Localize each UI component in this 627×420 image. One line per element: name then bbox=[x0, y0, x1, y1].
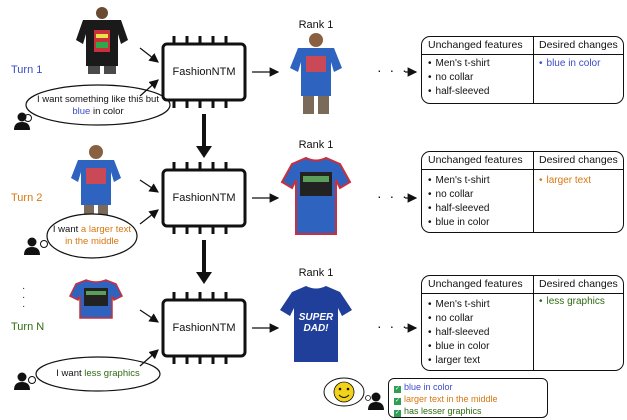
unchanged-item: •no collar bbox=[428, 189, 474, 200]
unchanged-item: •Men's t-shirt bbox=[428, 175, 490, 186]
model-label-turn-n: FashionNTM bbox=[172, 322, 236, 334]
turn-label-n: Turn N bbox=[11, 321, 45, 333]
user-icon-final bbox=[368, 392, 384, 410]
ellipsis-turn-2: · · · bbox=[377, 188, 409, 204]
unchanged-header: Unchanged features bbox=[428, 154, 523, 166]
checklist-item: ✓has lesser graphics bbox=[394, 406, 482, 417]
desired-header: Desired changes bbox=[539, 278, 618, 290]
input-shirt-image-turn-1 bbox=[76, 7, 128, 74]
model-chip-turn-2 bbox=[161, 162, 247, 234]
request-text-turn-n: I want less graphics bbox=[56, 368, 140, 379]
desired-header: Desired changes bbox=[539, 39, 618, 51]
result-shirt-image-turn-2 bbox=[280, 156, 352, 235]
desired-item: •less graphics bbox=[539, 296, 605, 307]
ellipsis-turn-1: · · · bbox=[377, 62, 409, 78]
checklist-item: ✓blue in color bbox=[394, 382, 453, 393]
satisfied-smiley-icon bbox=[323, 377, 371, 407]
unchanged-item: •larger text bbox=[428, 355, 480, 366]
model-label-turn-1: FashionNTM bbox=[172, 66, 236, 78]
checkbox-icon: ✓ bbox=[394, 410, 401, 417]
result-shirt-image-turn-1 bbox=[290, 33, 342, 114]
unchanged-item: •Men's t-shirt bbox=[428, 299, 490, 310]
unchanged-item: •half-sleeved bbox=[428, 203, 490, 214]
model-chip-turn-1 bbox=[161, 36, 247, 108]
unchanged-item: •blue in color bbox=[428, 341, 490, 352]
request-text-turn-2: I want a larger text in the middle bbox=[52, 224, 132, 247]
checklist-item: ✓larger text in the middle bbox=[394, 394, 498, 405]
checkbox-icon: ✓ bbox=[394, 386, 401, 393]
result-shirt-image-turn-n bbox=[280, 286, 352, 362]
speech-cloud-turn-n bbox=[28, 356, 161, 392]
checkbox-icon: ✓ bbox=[394, 398, 401, 405]
rank-label-turn-2: Rank 1 bbox=[298, 139, 334, 151]
ellipsis-turn-n: · · · bbox=[377, 318, 409, 334]
final-shirt-print: SUPER DAD! bbox=[298, 312, 334, 334]
input-shirt-image-turn-2 bbox=[71, 145, 121, 225]
turn-transition-arrows bbox=[196, 114, 212, 284]
desired-item: •larger text bbox=[539, 175, 591, 186]
user-icon-turn-2 bbox=[24, 237, 40, 255]
unchanged-item: •blue in color bbox=[428, 217, 490, 228]
unchanged-item: •half-sleeved bbox=[428, 86, 490, 97]
model-chip-turn-n bbox=[161, 292, 247, 364]
speech-cloud-turn-2 bbox=[40, 213, 138, 259]
unchanged-item: •Men's t-shirt bbox=[428, 58, 490, 69]
unchanged-item: •half-sleeved bbox=[428, 327, 490, 338]
unchanged-header: Unchanged features bbox=[428, 278, 523, 290]
input-arrows bbox=[139, 47, 159, 367]
unchanged-header: Unchanged features bbox=[428, 39, 523, 51]
turn-label-2: Turn 2 bbox=[11, 192, 43, 204]
rank-label-turn-1: Rank 1 bbox=[298, 19, 334, 31]
request-text-turn-1: I want something like this but blue in c… bbox=[37, 94, 159, 117]
model-label-turn-2: FashionNTM bbox=[172, 192, 236, 204]
user-icon-turn-n bbox=[14, 372, 30, 390]
rank-label-turn-n: Rank 1 bbox=[298, 267, 334, 279]
unchanged-item: •no collar bbox=[428, 313, 474, 324]
output-arrows bbox=[252, 67, 418, 333]
feature-table-turn-n: Unchanged features Desired changes •Men'… bbox=[421, 275, 624, 371]
input-shirt-image-turn-n bbox=[68, 279, 124, 319]
desired-header: Desired changes bbox=[539, 154, 618, 166]
vertical-dots: · · · bbox=[22, 283, 26, 312]
feature-table-turn-1: Unchanged features Desired changes •Men'… bbox=[421, 36, 624, 104]
feature-table-turn-2: Unchanged features Desired changes •Men'… bbox=[421, 151, 624, 233]
satisfaction-checklist: ✓blue in color ✓larger text in the middl… bbox=[388, 378, 548, 418]
unchanged-item: •no collar bbox=[428, 72, 474, 83]
turn-label-1: Turn 1 bbox=[11, 64, 43, 76]
desired-item: •blue in color bbox=[539, 58, 601, 69]
